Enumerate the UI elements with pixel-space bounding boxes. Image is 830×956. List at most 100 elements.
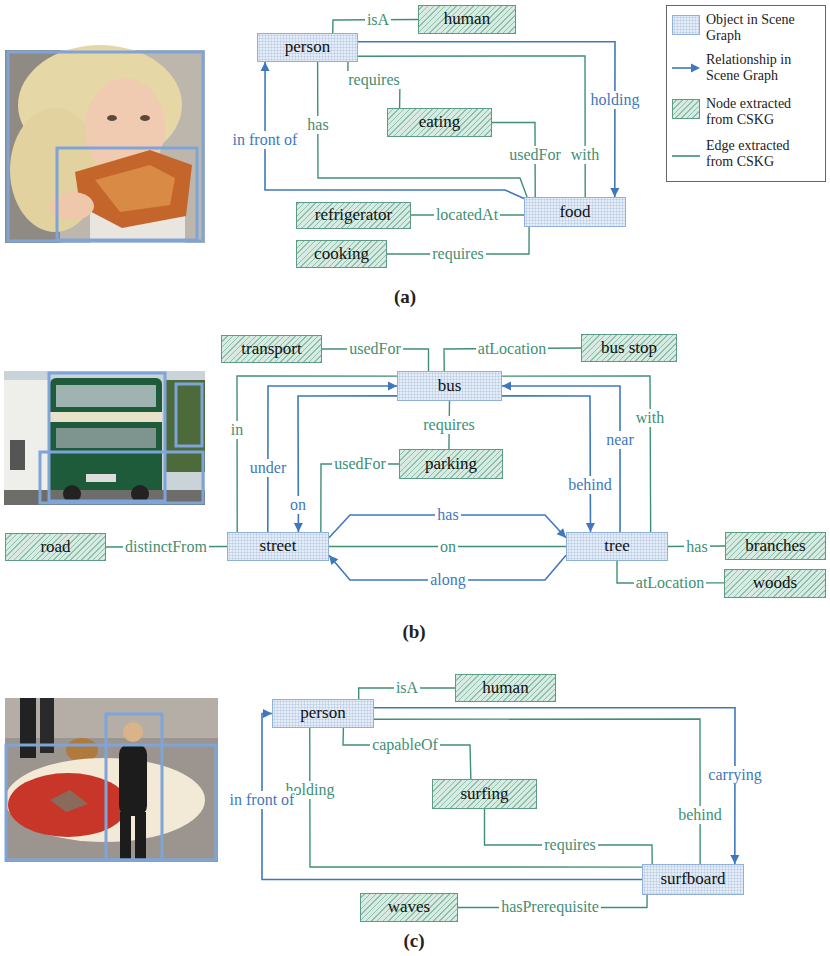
- arrow-head: [610, 188, 619, 197]
- edge-label: atLocation: [476, 340, 548, 358]
- edge-label: requires: [421, 416, 477, 434]
- cskg-node-box: transport: [221, 335, 322, 363]
- edge-label: carrying: [706, 766, 763, 784]
- node-text: woods: [753, 574, 797, 593]
- cskg-node-box: parking: [399, 449, 503, 479]
- node-text: road: [40, 538, 70, 557]
- panel-label: (b): [402, 622, 425, 643]
- edge-label: on: [288, 496, 308, 514]
- scene-relationship-arrow: [262, 709, 642, 880]
- scene-relationship-arrow: [358, 42, 619, 197]
- connector-line: [502, 386, 620, 532]
- node-text: bus: [438, 377, 462, 396]
- edge-label: requires: [346, 71, 402, 89]
- scene-relationship-arrow: [294, 396, 397, 532]
- node-text: parking: [425, 455, 477, 474]
- scene-relationship-arrow: [502, 396, 595, 532]
- edge-label: has: [684, 538, 709, 556]
- cskg-node-box: human: [418, 5, 516, 34]
- illustration-part: [20, 698, 36, 758]
- edge-label: in: [229, 421, 245, 439]
- edge-label: distinctFrom: [123, 538, 209, 556]
- illustration-part: [107, 115, 117, 121]
- connector-line: [321, 464, 399, 532]
- cskg-edge: [502, 376, 651, 532]
- scene-relationship-arrow: [502, 382, 620, 533]
- illustration-part: [57, 148, 197, 240]
- illustration-part: [8, 773, 128, 837]
- cskg-node-box: woods: [724, 569, 826, 598]
- edge-label: near: [604, 431, 636, 449]
- illustration-part: [8, 52, 203, 241]
- cskg-node-box: human: [455, 674, 556, 702]
- connector-line: [237, 376, 397, 532]
- illustration-part: [123, 722, 143, 742]
- cskg-node-box: eating: [387, 108, 492, 137]
- node-text: refrigerator: [315, 206, 392, 225]
- edge-label: has: [435, 506, 460, 524]
- edge-label: in front of: [231, 131, 300, 149]
- photo-child-eating: [5, 45, 205, 243]
- illustration-part: [95, 165, 175, 212]
- illustration-part: [50, 790, 88, 812]
- cskg-edge: [485, 809, 653, 864]
- node-text: person: [285, 38, 330, 57]
- edge-label: usedFor: [347, 340, 403, 358]
- photo-surfer: [5, 698, 218, 862]
- scene-object-box: street: [227, 532, 329, 561]
- edge-label: requires: [430, 245, 486, 263]
- node-text: tree: [604, 537, 629, 556]
- edge-label: on: [438, 538, 458, 556]
- cskg-edge: [318, 62, 527, 197]
- illustration-part: [5, 698, 218, 862]
- illustration-part: [56, 385, 156, 407]
- cskg-edge: [343, 728, 471, 779]
- illustration-part: [106, 714, 162, 860]
- scene-object-box: food: [524, 197, 626, 227]
- legend-frame: [667, 6, 826, 182]
- scene-object-box: person: [272, 699, 374, 728]
- legend-text: Relationship in Scene Graph: [706, 52, 820, 84]
- node-text: waves: [388, 898, 430, 917]
- illustration-part: [667, 6, 826, 182]
- connector-line: [358, 42, 615, 197]
- node-text: human: [444, 10, 490, 29]
- legend-swatch-cskg-node: [672, 99, 700, 119]
- node-text: eating: [419, 113, 461, 132]
- scene-object-box: bus: [397, 371, 502, 401]
- cskg-node-box: waves: [360, 893, 458, 922]
- arrow-head: [329, 555, 338, 565]
- illustration-part: [176, 384, 202, 446]
- arrow-head: [586, 523, 595, 532]
- connector-line: [374, 708, 735, 864]
- scene-relationship-arrow: [374, 708, 739, 864]
- edge-label: hasPrerequisite: [499, 898, 601, 916]
- edge-label: locatedAt: [434, 206, 500, 224]
- connector-line: [298, 396, 397, 532]
- node-text: food: [559, 203, 590, 222]
- cskg-node-box: branches: [725, 532, 826, 560]
- panel-label: (a): [394, 287, 416, 308]
- arrow-head: [502, 382, 511, 391]
- illustration-part: [135, 812, 146, 860]
- node-text: person: [300, 704, 345, 723]
- cskg-node-box: bus stop: [581, 334, 677, 362]
- edge-label: behind: [676, 806, 724, 824]
- legend-text: Edge extracted from CSKG: [706, 138, 820, 170]
- edge-label: atLocation: [634, 574, 706, 592]
- illustration-part: [10, 440, 25, 470]
- node-text: branches: [745, 537, 805, 556]
- illustration-part: [672, 155, 700, 157]
- edge-label: isA: [365, 11, 391, 29]
- scene-object-box: person: [257, 33, 358, 62]
- edge-label: in front of: [228, 791, 297, 809]
- arrow-head: [730, 855, 739, 864]
- edge-label: with: [634, 409, 666, 427]
- edge-label: behind: [566, 476, 614, 494]
- edge-label: isA: [394, 679, 420, 697]
- scene-object-box: tree: [566, 532, 668, 561]
- illustration-part: [165, 380, 205, 472]
- edge-label: capableOf: [370, 736, 440, 754]
- arrow-head: [263, 709, 272, 718]
- illustration-part: [40, 452, 203, 503]
